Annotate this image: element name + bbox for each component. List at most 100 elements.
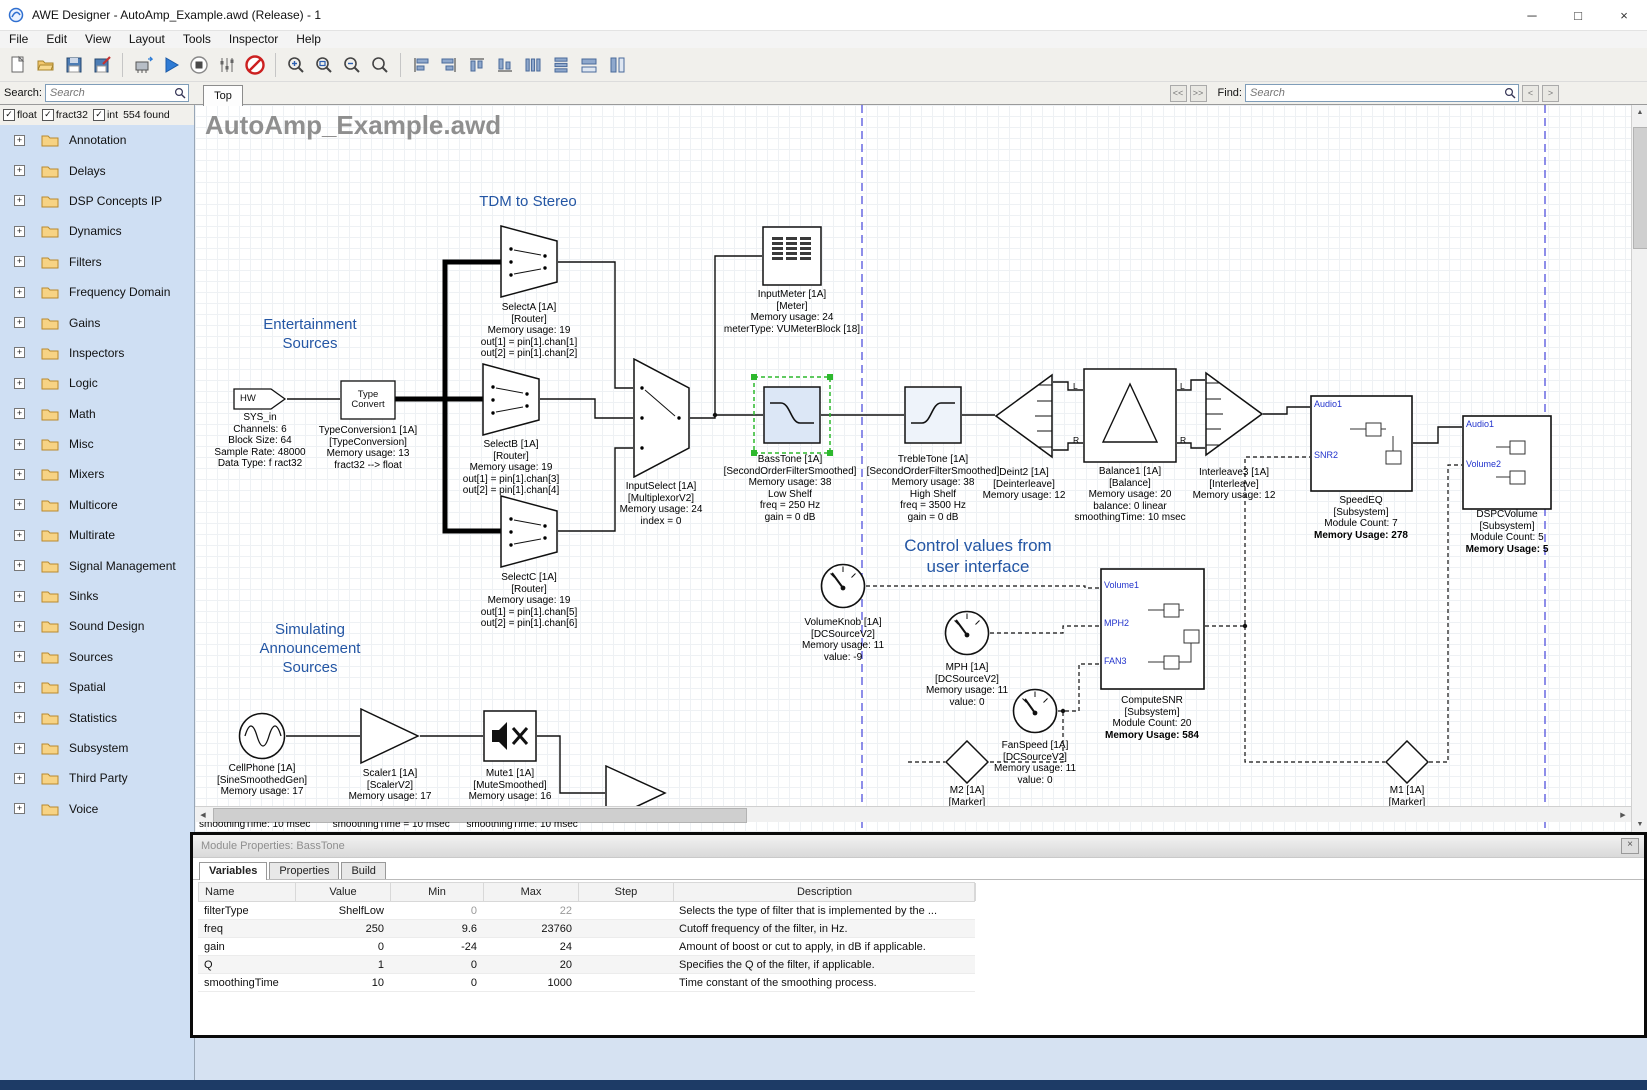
save-all-icon[interactable] xyxy=(88,51,116,79)
block-fan-speed[interactable] xyxy=(1012,688,1058,734)
scroll-down-icon[interactable]: ▼ xyxy=(1632,817,1647,832)
expand-plus-icon[interactable]: + xyxy=(14,651,25,662)
block-interleave3[interactable] xyxy=(1205,368,1263,460)
tab-properties[interactable]: Properties xyxy=(269,862,339,879)
block-treble-tone[interactable] xyxy=(904,386,962,444)
align-left-icon[interactable] xyxy=(407,51,435,79)
menu-view[interactable]: View xyxy=(76,31,120,47)
tab-variables[interactable]: Variables xyxy=(199,862,267,880)
sidebar-item-sinks[interactable]: +Sinks xyxy=(0,581,194,611)
expand-plus-icon[interactable]: + xyxy=(14,621,25,632)
scroll-right-icon[interactable]: ▶ xyxy=(1615,807,1631,822)
close-icon[interactable]: × xyxy=(1601,0,1647,30)
expand-plus-icon[interactable]: + xyxy=(14,287,25,298)
block-selectC[interactable] xyxy=(500,495,558,568)
expand-plus-icon[interactable]: + xyxy=(14,530,25,541)
play-icon[interactable] xyxy=(157,51,185,79)
menu-help[interactable]: Help xyxy=(287,31,330,47)
distribute-vertical-icon[interactable] xyxy=(547,51,575,79)
expand-plus-icon[interactable]: + xyxy=(14,560,25,571)
zoom-out-icon[interactable] xyxy=(338,51,366,79)
expand-plus-icon[interactable]: + xyxy=(14,347,25,358)
block-cell-phone[interactable] xyxy=(238,712,286,760)
open-icon[interactable] xyxy=(32,51,60,79)
expand-plus-icon[interactable]: + xyxy=(14,682,25,693)
zoom-in-icon[interactable] xyxy=(282,51,310,79)
sidebar-item-subsystem[interactable]: +Subsystem xyxy=(0,733,194,763)
block-speed-eq[interactable]: Audio1 SNR2 xyxy=(1310,395,1413,492)
cell-value[interactable]: ShelfLow xyxy=(295,905,390,917)
block-type-conversion1[interactable]: Type Convert xyxy=(340,380,396,420)
match-height-icon[interactable] xyxy=(603,51,631,79)
block-sys-in[interactable]: HW xyxy=(233,388,287,410)
block-mute1[interactable] xyxy=(483,710,537,762)
panel-titlebar[interactable]: Module Properties: BassTone × xyxy=(193,835,1644,858)
find-next-button[interactable]: > xyxy=(1542,85,1559,102)
align-right-icon[interactable] xyxy=(435,51,463,79)
block-balance1[interactable] xyxy=(1083,368,1177,463)
tab-top[interactable]: Top xyxy=(203,85,243,106)
sidebar-item-dynamics[interactable]: +Dynamics xyxy=(0,216,194,246)
find-input[interactable] xyxy=(1245,84,1519,102)
block-input-meter[interactable] xyxy=(762,226,822,286)
align-bottom-icon[interactable] xyxy=(491,51,519,79)
sidebar-item-statistics[interactable]: +Statistics xyxy=(0,702,194,732)
block-dspc-volume[interactable]: Audio1 Volume2 xyxy=(1462,415,1552,510)
sidebar-item-dsp-concepts-ip[interactable]: +DSP Concepts IP xyxy=(0,186,194,216)
vertical-scroll-thumb[interactable] xyxy=(1633,127,1647,249)
align-top-icon[interactable] xyxy=(463,51,491,79)
expand-plus-icon[interactable]: + xyxy=(14,773,25,784)
sidebar-item-multirate[interactable]: +Multirate xyxy=(0,520,194,550)
cell-value[interactable]: 10 xyxy=(295,977,390,989)
block-deint2[interactable] xyxy=(995,370,1053,462)
expand-plus-icon[interactable]: + xyxy=(14,439,25,450)
block-m2[interactable] xyxy=(945,740,989,784)
distribute-horizontal-icon[interactable] xyxy=(519,51,547,79)
sidebar-item-delays[interactable]: +Delays xyxy=(0,155,194,185)
maximize-icon[interactable]: □ xyxy=(1555,0,1601,30)
cell-value[interactable]: 250 xyxy=(295,923,390,935)
find-next-all-button[interactable]: >> xyxy=(1190,85,1207,102)
expand-plus-icon[interactable]: + xyxy=(14,499,25,510)
sidebar-item-third-party[interactable]: +Third Party xyxy=(0,763,194,793)
block-m1[interactable] xyxy=(1385,740,1429,784)
design-canvas[interactable]: AutoAmp_Example.awd TDM to Stereo Entert… xyxy=(195,105,1631,832)
expand-plus-icon[interactable]: + xyxy=(14,317,25,328)
expand-plus-icon[interactable]: + xyxy=(14,135,25,146)
new-icon[interactable] xyxy=(4,51,32,79)
save-icon[interactable] xyxy=(60,51,88,79)
canvas-vertical-scrollbar[interactable]: ▲ ▼ xyxy=(1631,105,1647,832)
cell-value[interactable]: 0 xyxy=(295,941,390,953)
sidebar-item-inspectors[interactable]: +Inspectors xyxy=(0,338,194,368)
zoom-find-icon[interactable] xyxy=(366,51,394,79)
fract32-checkbox[interactable]: ✓ xyxy=(42,109,54,121)
sidebar-item-sources[interactable]: +Sources xyxy=(0,642,194,672)
audio-settings-icon[interactable] xyxy=(213,51,241,79)
panel-close-icon[interactable]: × xyxy=(1621,838,1639,854)
menu-layout[interactable]: Layout xyxy=(120,31,174,47)
block-selectB[interactable] xyxy=(482,363,540,436)
expand-plus-icon[interactable]: + xyxy=(14,195,25,206)
sidebar-item-spatial[interactable]: +Spatial xyxy=(0,672,194,702)
block-scaler1[interactable] xyxy=(360,708,420,765)
zoom-fit-icon[interactable] xyxy=(310,51,338,79)
find-prev-all-button[interactable]: << xyxy=(1170,85,1187,102)
tab-build[interactable]: Build xyxy=(341,862,385,879)
find-prev-button[interactable]: < xyxy=(1522,85,1539,102)
block-volume-knob[interactable] xyxy=(820,563,866,609)
scroll-up-icon[interactable]: ▲ xyxy=(1632,105,1647,120)
block-input-select[interactable] xyxy=(633,358,690,478)
block-selectA[interactable] xyxy=(500,225,558,298)
match-width-icon[interactable] xyxy=(575,51,603,79)
int-checkbox[interactable]: ✓ xyxy=(93,109,105,121)
expand-plus-icon[interactable]: + xyxy=(14,256,25,267)
expand-plus-icon[interactable]: + xyxy=(14,591,25,602)
canvas-horizontal-scrollbar[interactable]: ◀ ▶ xyxy=(195,806,1631,822)
expand-plus-icon[interactable]: + xyxy=(14,803,25,814)
expand-plus-icon[interactable]: + xyxy=(14,378,25,389)
menu-tools[interactable]: Tools xyxy=(174,31,220,47)
menu-edit[interactable]: Edit xyxy=(37,31,76,47)
sidebar-item-multicore[interactable]: +Multicore xyxy=(0,490,194,520)
block-compute-snr[interactable]: Volume1 MPH2 FAN3 xyxy=(1100,568,1205,690)
sidebar-item-math[interactable]: +Math xyxy=(0,399,194,429)
